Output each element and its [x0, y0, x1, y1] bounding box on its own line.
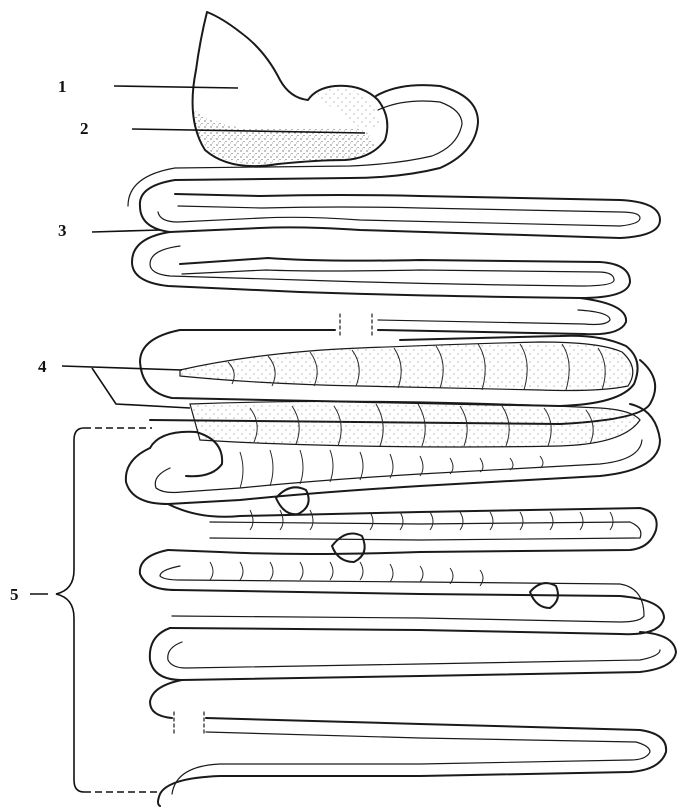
- colon-segment-f-inner: [172, 732, 650, 794]
- colon-segment-b[interactable]: [168, 504, 657, 554]
- colon-segment-b-inner: [210, 522, 641, 540]
- label-4: 4: [38, 357, 47, 376]
- label-3: 3: [58, 221, 67, 240]
- label-1: 1: [58, 77, 67, 96]
- jejunum-loop-3-inner: [378, 310, 610, 325]
- jejunum-loop-3[interactable]: [378, 298, 626, 334]
- label-5: 5: [10, 585, 19, 604]
- colon-section: [126, 404, 676, 806]
- jejunum-loop-2[interactable]: [132, 232, 630, 298]
- label-4-leader: [62, 366, 182, 370]
- colon-segment-e[interactable]: [150, 680, 182, 718]
- label-4-leader-bracket: [92, 368, 190, 408]
- colon-bulge-a: [150, 432, 222, 476]
- jejunum-loop-1-inner: [158, 206, 640, 226]
- colon-segment-d-inner: [168, 642, 660, 668]
- label-5-brace: [56, 428, 84, 792]
- colon-segment-a-inner: [155, 440, 642, 493]
- stomach: [128, 12, 478, 206]
- label-3-group: 3: [58, 221, 160, 240]
- label-1-leader: [114, 86, 238, 88]
- colon-knot-2: [332, 534, 365, 562]
- small-intestine-upper-loops: [132, 194, 660, 336]
- colon-knot-1: [276, 487, 309, 514]
- ileum-section: [140, 330, 655, 447]
- colon-segment-d[interactable]: [150, 628, 676, 680]
- label-3-leader: [92, 230, 160, 232]
- ileum-fold-band-lower: [190, 401, 640, 447]
- label-2: 2: [80, 119, 89, 138]
- jejunum-loop-2-inner: [150, 246, 614, 286]
- jejunum-loop-1[interactable]: [140, 194, 660, 238]
- colon-segment-f[interactable]: [158, 718, 666, 806]
- label-1-group: 1: [58, 77, 238, 96]
- colon-segment-b-haustra: [250, 510, 613, 530]
- label-5-group: 5: [10, 428, 160, 792]
- label-4-group: 4: [38, 357, 190, 408]
